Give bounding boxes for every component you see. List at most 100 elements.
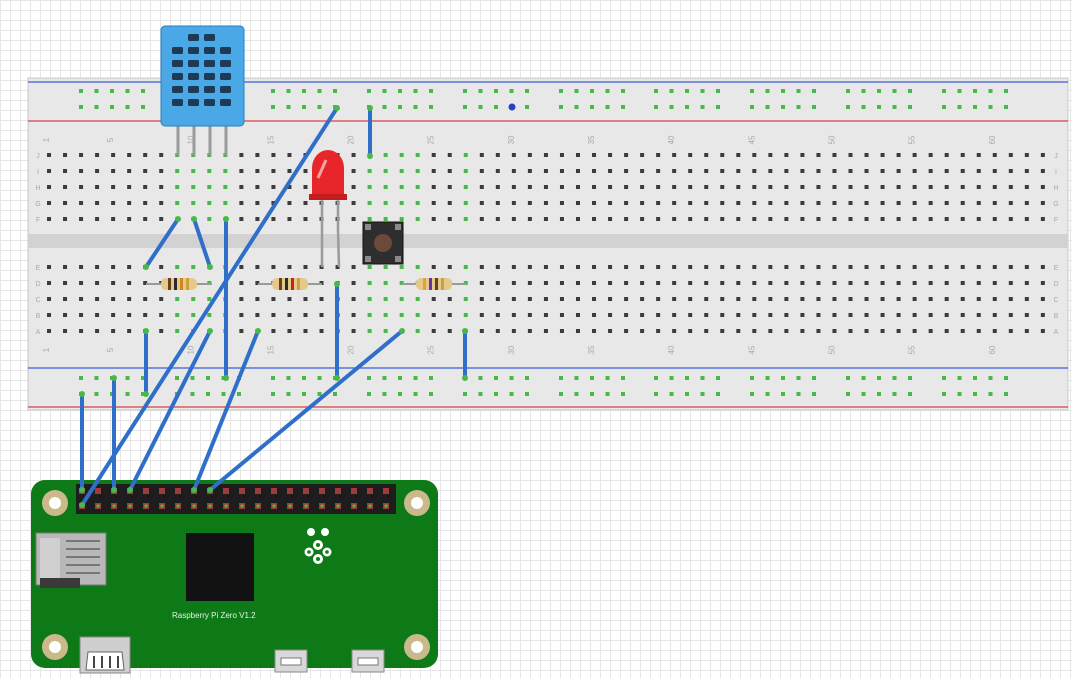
row-letter: H <box>35 185 40 192</box>
breadboard-hole <box>255 153 260 157</box>
rail-hole <box>398 392 402 396</box>
breadboard-hole <box>111 217 116 221</box>
column-number: 50 <box>827 345 836 354</box>
breadboard-hole <box>848 169 853 173</box>
rail-hole <box>846 392 850 396</box>
breadboard-hole <box>47 281 51 285</box>
breadboard-hole <box>255 185 260 189</box>
breadboard-hole <box>239 217 244 221</box>
breadboard-hole <box>47 297 51 301</box>
breadboard-hole <box>656 217 661 221</box>
rail-hole <box>271 392 275 396</box>
breadboard-hole <box>720 313 725 317</box>
sensor-vent <box>204 47 215 54</box>
resistors <box>146 278 466 290</box>
breadboard-hole <box>543 329 548 333</box>
breadboard-hole <box>463 153 468 157</box>
breadboard-hole <box>287 217 292 221</box>
column-number: 10 <box>186 345 195 354</box>
gpio-pin <box>223 488 229 494</box>
breadboard-hole <box>752 281 757 285</box>
rail-hole <box>716 89 720 93</box>
rail-hole <box>525 392 529 396</box>
breadboard-hole <box>479 265 484 269</box>
sensor-vent <box>172 86 183 93</box>
breadboard-hole <box>752 185 757 189</box>
breadboard-hole <box>608 329 613 333</box>
breadboard-hole <box>944 329 949 333</box>
breadboard-hole <box>367 201 372 205</box>
breadboard-hole <box>351 265 356 269</box>
row-letter: I <box>1055 169 1057 176</box>
gpio-pin <box>287 488 293 494</box>
breadboard-hole <box>415 329 420 333</box>
gpio-pin <box>159 488 165 494</box>
breadboard-hole <box>624 297 629 301</box>
breadboard-hole <box>415 313 420 317</box>
breadboard-hole <box>640 281 645 285</box>
breadboard-hole <box>656 281 661 285</box>
breadboard-hole <box>239 265 244 269</box>
breadboard-hole <box>447 201 452 205</box>
rail-hole <box>957 105 962 109</box>
rail-hole <box>685 105 689 109</box>
breadboard-hole <box>367 329 372 333</box>
rail-hole <box>877 105 881 109</box>
gpio-pin <box>239 488 245 494</box>
breadboard-hole <box>143 297 148 301</box>
breadboard-hole <box>624 217 629 221</box>
gpio-pin <box>367 488 373 494</box>
gpio-pin-dot <box>128 504 132 508</box>
rail-hole <box>125 89 130 93</box>
breadboard-hole <box>880 281 885 285</box>
breadboard-hole <box>928 217 933 221</box>
row-letter: G <box>1053 201 1058 208</box>
wire-end <box>462 328 468 334</box>
breadboard-hole <box>383 217 388 221</box>
breadboard-hole <box>223 169 228 173</box>
breadboard-hole <box>624 201 629 205</box>
rail-hole <box>367 392 371 396</box>
column-number: 40 <box>667 135 676 144</box>
breadboard-hole <box>704 297 709 301</box>
breadboard-hole <box>672 153 677 157</box>
breadboard-hole <box>976 329 981 333</box>
breadboard-hole <box>543 265 548 269</box>
breadboard-hole <box>624 313 629 317</box>
breadboard-hole <box>928 201 933 205</box>
breadboard-hole <box>351 281 356 285</box>
rail-hole <box>846 89 850 93</box>
breadboard-hole <box>479 153 484 157</box>
resistor-band <box>291 278 294 290</box>
rail-hole <box>367 376 371 380</box>
breadboard-hole <box>575 329 580 333</box>
breadboard-hole <box>672 169 677 173</box>
breadboard-hole <box>575 297 580 301</box>
breadboard-hole <box>271 201 276 205</box>
row-letter: F <box>1054 217 1058 224</box>
breadboard-hole <box>960 313 965 317</box>
breadboard-hole <box>944 185 949 189</box>
gpio-pin-dot <box>336 504 340 508</box>
breadboard-hole <box>624 265 629 269</box>
breadboard-hole <box>784 281 789 285</box>
breadboard-hole <box>367 169 372 173</box>
gpio-pin-dot <box>240 504 244 508</box>
breadboard-hole <box>992 297 997 301</box>
rail-hole <box>302 376 306 380</box>
breadboard-hole <box>704 265 709 269</box>
breadboard-hole <box>960 297 965 301</box>
breadboard-hole <box>79 329 84 333</box>
breadboard-hole <box>63 297 68 301</box>
breadboard-hole <box>79 169 84 173</box>
breadboard-hole <box>63 265 68 269</box>
rail-hole <box>669 376 674 380</box>
breadboard-hole <box>495 153 500 157</box>
breadboard-hole <box>159 297 164 301</box>
breadboard-hole <box>752 265 757 269</box>
breadboard-hole <box>784 201 789 205</box>
breadboard-hole <box>255 297 260 301</box>
wire-end <box>79 487 85 493</box>
rail-hole <box>317 89 322 93</box>
breadboard-hole <box>399 281 404 285</box>
